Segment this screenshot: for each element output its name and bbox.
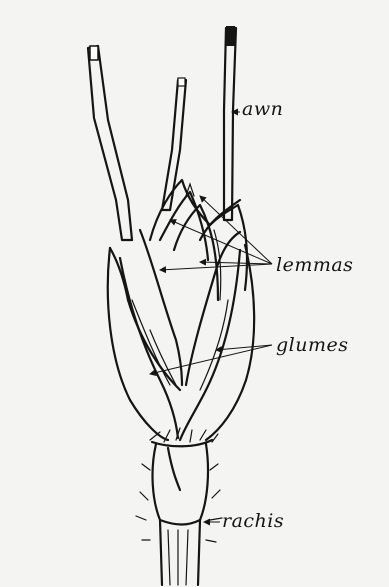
label-awn: awn <box>242 100 283 119</box>
label-lemmas: lemmas <box>276 256 353 275</box>
label-rachis: rachis <box>222 512 284 531</box>
awn-left <box>88 46 132 240</box>
label-glumes: glumes <box>276 336 349 355</box>
rachis <box>136 444 222 585</box>
glumes <box>108 230 254 440</box>
awn-right <box>224 26 236 220</box>
